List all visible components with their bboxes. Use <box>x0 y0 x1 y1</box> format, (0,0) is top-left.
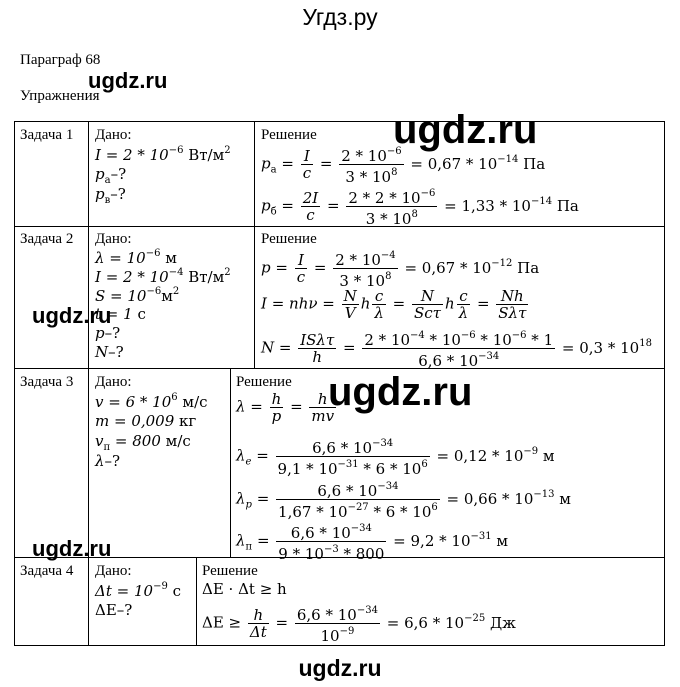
section-title: Параграф 68 <box>20 52 101 68</box>
task-2-given-5: p–? <box>95 324 121 342</box>
task-1-given-label: Дано: <box>95 127 132 143</box>
task-2-label: Задача 2 <box>20 231 74 247</box>
task-4-given-label: Дано: <box>95 563 132 579</box>
task-2-solution-label: Решение <box>261 231 317 247</box>
task-2-given-6: N–? <box>95 343 124 361</box>
task-1-given-3: pв–? <box>95 185 126 206</box>
task-3-solution-label: Решение <box>236 374 292 390</box>
task-1-given-1: I = 2 * 10−6 Вт/м2 <box>95 145 231 164</box>
task-3-given-3: vп = 800 м/с <box>95 432 191 453</box>
task-2-given-1: λ = 10−6 м <box>95 248 177 267</box>
task-3-given-2: m = 0,009 кг <box>95 412 197 430</box>
watermark-2: ugdz.ru <box>393 108 538 152</box>
task-2-given-2: I = 2 * 10−4 Вт/м2 <box>95 267 231 286</box>
task-4-solution-label: Решение <box>202 563 258 579</box>
task-2-given-4: t = 1 с <box>95 305 146 323</box>
watermark-3: ugdz.ru <box>32 303 112 328</box>
watermark-4: ugdz.ru <box>328 370 473 414</box>
watermark-1: ugdz.ru <box>88 68 168 93</box>
task-1-given-2: pа–? <box>95 165 127 186</box>
task-1-label: Задача 1 <box>20 127 74 143</box>
task-4-given-1: Δt = 10−9 с <box>95 581 181 600</box>
watermark-bottom: ugdz.ru <box>298 655 382 681</box>
task-4-given-2: ΔE–? <box>95 601 133 619</box>
task-3-given-4: λ–? <box>95 452 121 470</box>
task-3-given-label: Дано: <box>95 374 132 390</box>
task-3-given-1: v = 6 * 106 м/с <box>95 392 208 411</box>
task-4-label: Задача 4 <box>20 563 74 579</box>
task-2-given-label: Дано: <box>95 231 132 247</box>
task-4-formula-1: ΔE · Δt ≥ h <box>202 580 287 598</box>
task-1-solution-label: Решение <box>261 127 317 143</box>
section-subtitle: Упражнения <box>20 88 100 104</box>
task-2-given-3: S = 10−6м2 <box>95 286 180 305</box>
site-title: Угдз.ру <box>302 4 378 30</box>
watermark-5: ugdz.ru <box>32 536 112 561</box>
task-3-label: Задача 3 <box>20 374 74 390</box>
